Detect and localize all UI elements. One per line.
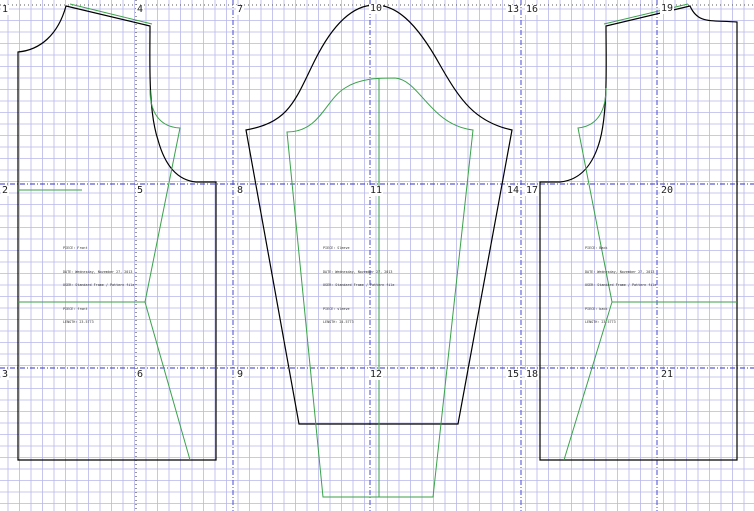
page-number-11: 11 <box>369 185 384 196</box>
page-number-17: 17 <box>525 185 540 196</box>
page-number-16: 16 <box>525 4 540 15</box>
page-number-14: 14 <box>506 185 521 196</box>
page-number-10: 10 <box>369 3 384 14</box>
page-number-3: 3 <box>1 369 10 380</box>
piece-info-line: USER: Standard Frame / Pattern file <box>63 283 135 288</box>
piece-info-line: PIECE: Back <box>585 246 608 251</box>
piece-info-line: DATE: Wednesday, November 27, 2013 <box>63 270 133 275</box>
piece-info-line: PIECE: back <box>585 307 608 312</box>
page-number-8: 8 <box>236 185 245 196</box>
page-number-20: 20 <box>660 185 675 196</box>
front-outline <box>17 5 217 461</box>
piece-info-line: PIECE: Sleeve <box>323 246 350 251</box>
piece-info-line: USER: Standard Frame / Pattern file <box>323 283 395 288</box>
page-number-6: 6 <box>136 369 145 380</box>
sleeve-seam-lines <box>286 77 474 498</box>
back-piece[interactable] <box>539 3 738 461</box>
page-number-1: 1 <box>1 4 10 15</box>
page-number-19: 19 <box>660 3 675 14</box>
piece-info-line: PIECE: Front <box>63 246 88 251</box>
front-seam-lines <box>18 3 191 461</box>
piece-info-line: LENGTH: 23.5773 <box>585 319 616 324</box>
page-number-5: 5 <box>136 185 145 196</box>
piece-info-line: PIECE: front <box>63 307 88 312</box>
piece-info-line: DATE: Wednesday, November 27, 2013 <box>323 270 393 275</box>
page-number-18: 18 <box>525 369 540 380</box>
piece-info-line: PIECE: sleeve <box>323 307 350 312</box>
front-piece[interactable] <box>17 3 217 461</box>
page-number-13: 13 <box>506 4 521 15</box>
sleeve-piece-info: PIECE: Sleeve DATE: Wednesday, November … <box>323 238 394 332</box>
page-number-7: 7 <box>236 4 245 15</box>
piece-info-line: LENGTH: 23.5773 <box>63 319 94 324</box>
page-number-15: 15 <box>506 369 521 380</box>
piece-info-line: LENGTH: 24.5773 <box>323 319 354 324</box>
page-number-4: 4 <box>136 4 145 15</box>
page-number-12: 12 <box>369 369 384 380</box>
back-outline <box>539 5 738 461</box>
back-piece-info: PIECE: Back DATE: Wednesday, November 27… <box>585 238 656 332</box>
piece-info-line: DATE: Wednesday, November 27, 2013 <box>585 270 655 275</box>
back-seam-lines <box>563 3 737 461</box>
page-number-21: 21 <box>660 369 675 380</box>
page-number-9: 9 <box>236 369 245 380</box>
front-piece-info: PIECE: Front DATE: Wednesday, November 2… <box>63 238 134 332</box>
piece-info-line: USER: Standard Frame / Pattern file <box>585 283 657 288</box>
page-number-2: 2 <box>1 185 10 196</box>
